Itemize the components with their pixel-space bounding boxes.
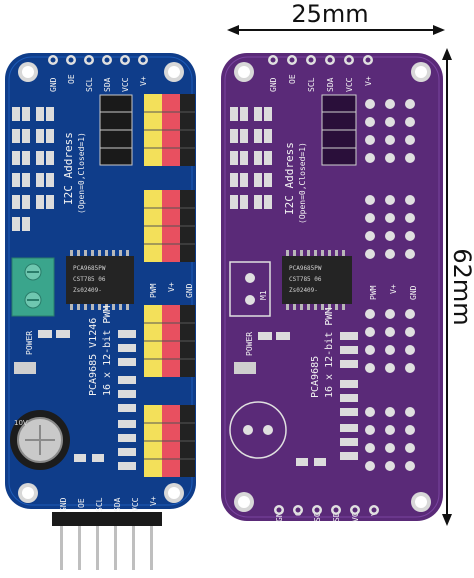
bottom-pin-label-gnd: GND xyxy=(59,497,68,512)
power-label: POWER xyxy=(245,332,254,356)
top-header-pads xyxy=(48,55,148,65)
servo-header-block-4 xyxy=(144,405,195,477)
width-dimension: 25mm xyxy=(227,0,445,35)
pin-label-oe: OE xyxy=(288,74,297,84)
terminal-outline: M1 xyxy=(229,261,271,317)
servo-header-block-2 xyxy=(144,190,195,262)
board-desc-label: 16 x 12-bit PWM xyxy=(324,308,335,398)
power-led xyxy=(38,330,52,338)
pin-label-scl: SCL xyxy=(307,77,316,92)
blue-pcb-board: GND OE SCL SDA VCC V+ I2C Address xyxy=(5,53,196,570)
power-label: POWER xyxy=(25,331,34,355)
board-model-label: PCA9685 V1246 xyxy=(88,318,99,396)
pin-label-vplus: V+ xyxy=(364,76,373,86)
bottom-pin-label-vplus: V+ xyxy=(149,496,158,506)
height-dimension: 62mm xyxy=(442,48,474,526)
column-label-gnd: GND xyxy=(185,283,194,298)
column-label-gnd: GND xyxy=(409,285,418,300)
purple-pcb-board: GND OE SCL SDA VCC V+ I2C Address (Open=… xyxy=(221,53,443,522)
pin-label-vcc: VCC xyxy=(121,77,130,92)
top-header-pads xyxy=(268,55,373,65)
address-jumpers xyxy=(12,107,54,231)
bottom-header-pads xyxy=(274,505,379,515)
bottom-pin-label-vcc: VCC xyxy=(131,497,140,512)
bottom-pin-label-scl: SCL xyxy=(95,497,104,512)
servo-header-block-3 xyxy=(144,305,195,377)
servo-header-block-1 xyxy=(144,94,195,166)
pin-label-vcc: VCC xyxy=(345,77,354,92)
resistor-array xyxy=(99,94,133,166)
capacitor-outline xyxy=(229,401,287,459)
pin-label-sda: SDA xyxy=(326,77,335,92)
pin-label-sda: SDA xyxy=(103,77,112,92)
pin-label-gnd: GND xyxy=(49,77,58,92)
chip-marking-2: CST785 06 xyxy=(289,276,322,283)
pin-label-gnd: GND xyxy=(269,77,278,92)
column-label-pwm: PWM xyxy=(149,283,158,298)
resistor-array xyxy=(321,94,357,166)
pin-label-oe: OE xyxy=(67,74,76,84)
pin-label-vplus: V+ xyxy=(139,76,148,86)
chip-marking-1: PCA9685PW xyxy=(73,265,106,272)
address-sublabel: (Open=0,Closed=1) xyxy=(77,132,86,214)
chip-marking-1: PCA9685PW xyxy=(289,265,322,272)
bottom-header-pins xyxy=(52,512,162,570)
capacitor-label: 10V xyxy=(14,419,28,427)
address-label: I2C Address xyxy=(283,142,296,215)
chip-marking-3: Zs02409- xyxy=(73,287,102,294)
column-label-vplus: V+ xyxy=(167,282,176,292)
smd-resistors xyxy=(296,332,358,466)
column-label-vplus: V+ xyxy=(389,284,398,294)
column-label-pwm: PWM xyxy=(369,285,378,300)
board-model-label: PCA9685 xyxy=(310,356,321,398)
pca9685-chip: PCA9685PW CST785 06 Zs02409- xyxy=(66,250,134,310)
address-label: I2C Address xyxy=(62,132,75,205)
board-desc-label: 16 x 12-bit PWM xyxy=(102,306,113,396)
servo-pin-holes xyxy=(365,99,415,471)
pin-label-scl: SCL xyxy=(85,77,94,92)
pca9685-chip: PCA9685PW CST785 06 Zs02409- xyxy=(282,250,352,310)
chip-marking-3: Zs02409- xyxy=(289,287,318,294)
width-label: 25mm xyxy=(291,0,368,28)
electrolytic-capacitor: 10V xyxy=(10,410,70,470)
address-sublabel: (Open=0,Closed=1) xyxy=(298,142,307,224)
power-led xyxy=(258,332,272,340)
height-label: 62mm xyxy=(448,248,474,325)
bottom-pin-label-oe: OE xyxy=(77,498,86,508)
chip-marking-2: CST785 06 xyxy=(73,276,106,283)
screw-terminal xyxy=(11,257,55,317)
address-jumpers xyxy=(230,107,272,209)
terminal-label: M1 xyxy=(259,290,268,300)
bottom-pin-label-sda: SDA xyxy=(113,497,122,512)
smd-resistors xyxy=(74,330,136,470)
